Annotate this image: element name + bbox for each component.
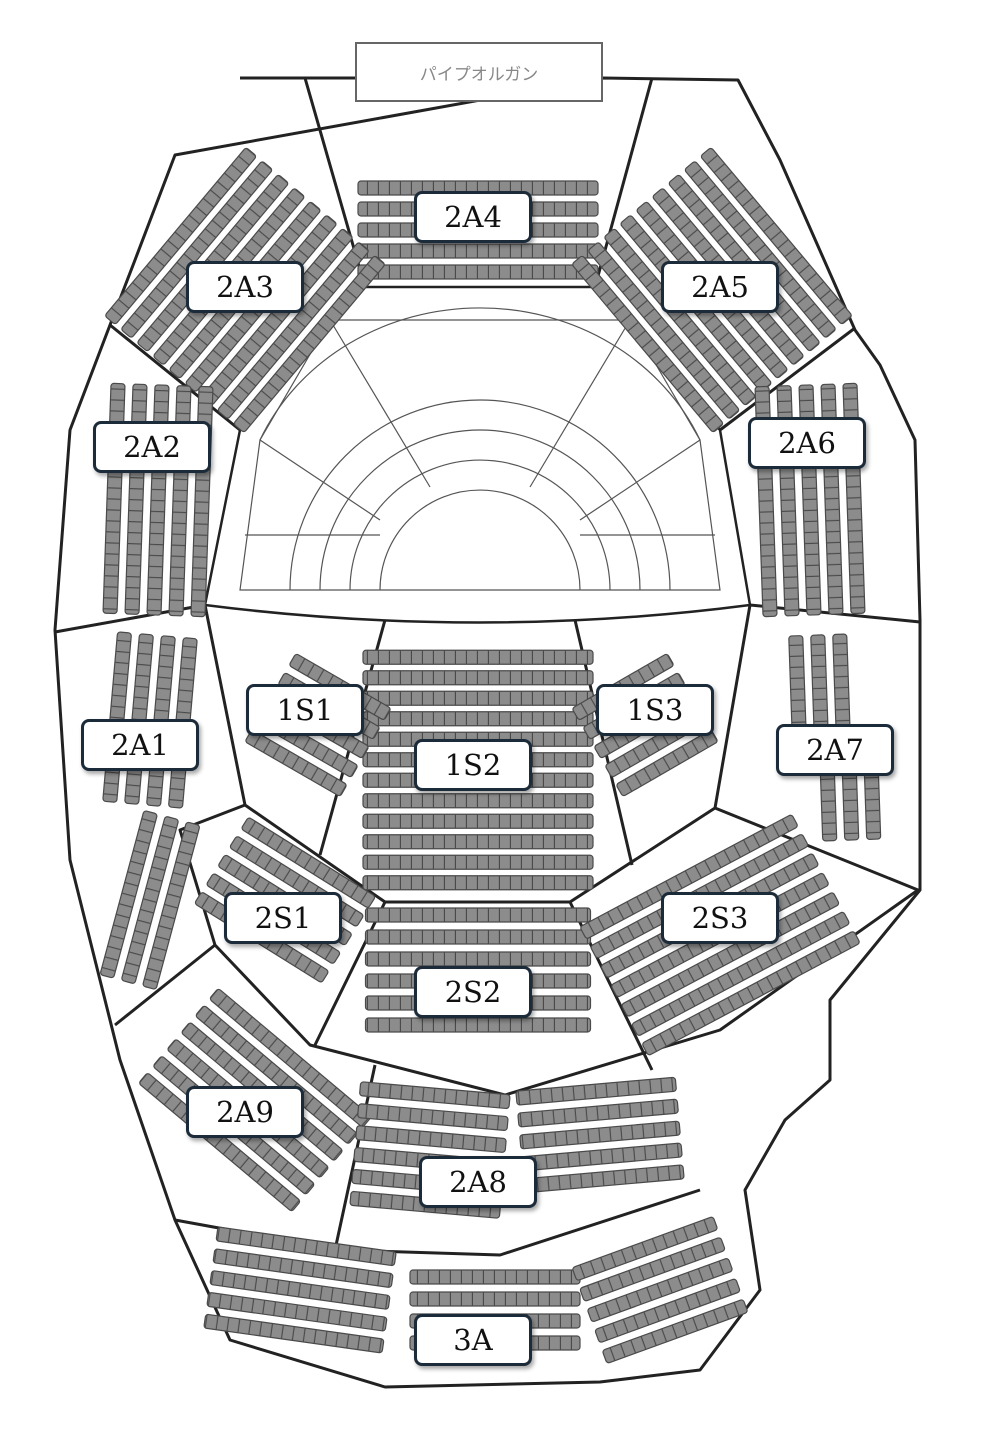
seat-row [241,817,376,908]
seat-row [209,1270,391,1310]
seat-row [684,161,836,338]
seat-row [362,649,594,665]
seat-row [359,1081,511,1110]
seat-row [212,1248,394,1288]
seat-row [357,264,599,280]
seat-row [621,892,840,1017]
seat-row [364,1017,592,1033]
seat-block [364,907,592,1033]
seat-row [580,814,798,939]
seat-row [142,821,200,990]
seat-row [209,988,371,1127]
seat-row [364,907,592,923]
seat-row [355,1125,507,1153]
seat-row [579,1237,726,1302]
seat-row [594,1278,741,1343]
seat-row [102,382,126,615]
section-2A8[interactable]: 2A8 [419,1156,537,1208]
seat-row [203,1313,385,1354]
seat-row [206,1292,388,1332]
seat-row [572,255,724,433]
section-2S3[interactable]: 2S3 [661,892,779,944]
seat-row [616,730,718,797]
seat-row [124,383,148,615]
seat-row [362,834,594,850]
seat-row [515,1076,677,1106]
section-2A5[interactable]: 2A5 [661,261,779,313]
seat-row [362,793,594,809]
seat-row [602,1299,748,1364]
seat-block [203,1226,397,1354]
seat-row [572,1216,718,1281]
seat-row [409,1291,581,1307]
seat-row [362,690,594,706]
seat-row [121,161,273,338]
seat-block [572,1216,748,1364]
seat-block [515,1076,685,1194]
seat-row [100,810,158,979]
section-2S1[interactable]: 2S1 [224,892,342,944]
stage-outline [203,285,752,624]
section-1S3[interactable]: 1S3 [596,684,714,736]
seat-row [357,243,599,259]
seat-row [362,813,594,829]
section-2A3[interactable]: 2A3 [186,261,304,313]
hall-outline [53,76,922,1389]
seat-row [364,929,592,945]
pipe-organ-label: パイプオルガン [355,42,603,102]
section-2A7[interactable]: 2A7 [776,724,894,776]
seat-row [362,875,594,891]
seat-row [517,1098,679,1128]
section-2A9[interactable]: 2A9 [186,1086,304,1138]
section-1S2[interactable]: 1S2 [414,739,532,791]
seat-row [364,951,592,967]
section-2A2[interactable]: 2A2 [93,421,211,473]
seat-row [362,670,594,686]
seat-row [146,384,170,616]
section-2S2[interactable]: 2S2 [414,966,532,1018]
seat-row [588,242,740,419]
section-2A4[interactable]: 2A4 [414,191,532,243]
seat-row [642,931,860,1056]
seat-row [215,1226,397,1267]
seat-block [100,810,200,990]
seat-row [519,1120,681,1150]
seat-row [245,730,347,797]
section-3A[interactable]: 3A [414,1314,532,1366]
seat-row [217,242,369,419]
section-2A6[interactable]: 2A6 [748,417,866,469]
seat-row [195,1005,357,1144]
seat-row [700,147,852,325]
seat-row [121,816,179,984]
section-2A1[interactable]: 2A1 [81,719,199,771]
seat-row [631,911,850,1036]
seat-block [580,814,860,1056]
seat-block [102,382,214,618]
seat-row [362,711,594,727]
seat-row [587,1258,733,1322]
seat-row [233,255,385,433]
seat-row [357,1103,509,1131]
seat-row [105,147,257,325]
seat-row [362,854,594,870]
section-1S1[interactable]: 1S1 [246,684,364,736]
seat-row [409,1269,581,1285]
